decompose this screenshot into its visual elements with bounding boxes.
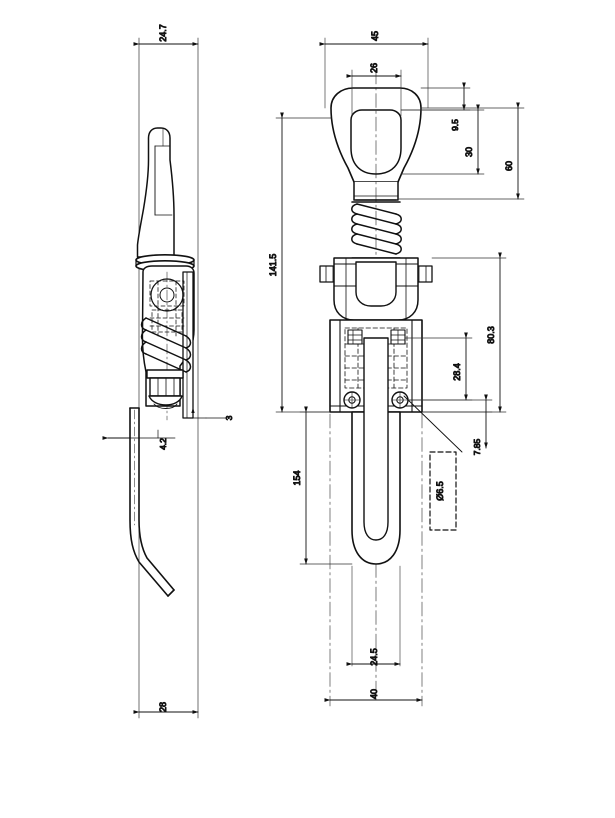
dim-label-30: 30 bbox=[464, 147, 474, 157]
dimension-7-85: 7.85 bbox=[407, 394, 493, 456]
side-mounting-flange bbox=[182, 271, 194, 419]
dim-label-24-7: 24.7 bbox=[158, 24, 168, 42]
callout-hole-diameter: Ø6.5 bbox=[403, 395, 463, 531]
front-stud-right bbox=[390, 329, 406, 345]
side-view-group: 24.7 28 bbox=[102, 24, 235, 719]
dim-label-3: 3 bbox=[224, 415, 234, 420]
dim-label-28-4: 28.4 bbox=[452, 363, 462, 381]
dim-label-40: 40 bbox=[369, 689, 379, 699]
dim-label-60: 60 bbox=[504, 161, 514, 171]
side-internal-spring bbox=[140, 317, 192, 373]
dim-label-26: 26 bbox=[369, 63, 379, 73]
dimension-154: 154 bbox=[292, 406, 353, 565]
dim-label-154: 154 bbox=[292, 470, 302, 485]
front-hole-right bbox=[391, 391, 409, 409]
dimension-30: 30 bbox=[400, 104, 485, 175]
front-slotted-shaft bbox=[351, 337, 401, 565]
dim-label-24-5: 24.5 bbox=[369, 648, 379, 666]
front-bottom-extension-lines bbox=[329, 413, 423, 707]
dim-label-45: 45 bbox=[370, 31, 380, 41]
side-handle-lever bbox=[136, 127, 175, 258]
dimension-45: 45 bbox=[319, 30, 429, 109]
front-upper-bracket bbox=[319, 257, 433, 321]
callout-label-hole: Ø6.5 bbox=[435, 481, 445, 501]
dimension-3: 3 bbox=[182, 407, 235, 421]
dim-label-80-3: 80.3 bbox=[486, 326, 496, 344]
dimension-4-2: 4.2 bbox=[102, 429, 176, 450]
front-hole-left bbox=[343, 391, 361, 409]
side-rod-tail bbox=[129, 407, 175, 597]
dimension-28: 28 bbox=[133, 701, 199, 714]
dimension-24-7: 24.7 bbox=[133, 24, 199, 46]
front-stud-left bbox=[347, 329, 363, 345]
side-nut-assembly bbox=[146, 369, 184, 409]
dimension-26: 26 bbox=[346, 62, 402, 117]
dimension-60: 60 bbox=[397, 102, 525, 200]
dim-label-9-5: 9.5 bbox=[450, 119, 460, 131]
front-view-group: Ø6.5 45 26 9.5 30 bbox=[268, 30, 525, 707]
dimension-24-5: 24.5 bbox=[346, 648, 401, 666]
dim-label-4-2: 4.2 bbox=[158, 438, 168, 450]
callout-box bbox=[429, 451, 457, 531]
side-view-extension-lines bbox=[138, 37, 199, 719]
dim-label-141-5: 141.5 bbox=[268, 254, 278, 277]
dimension-40: 40 bbox=[324, 688, 423, 702]
dim-label-28: 28 bbox=[158, 702, 168, 712]
dim-label-7-85: 7.85 bbox=[472, 438, 482, 455]
